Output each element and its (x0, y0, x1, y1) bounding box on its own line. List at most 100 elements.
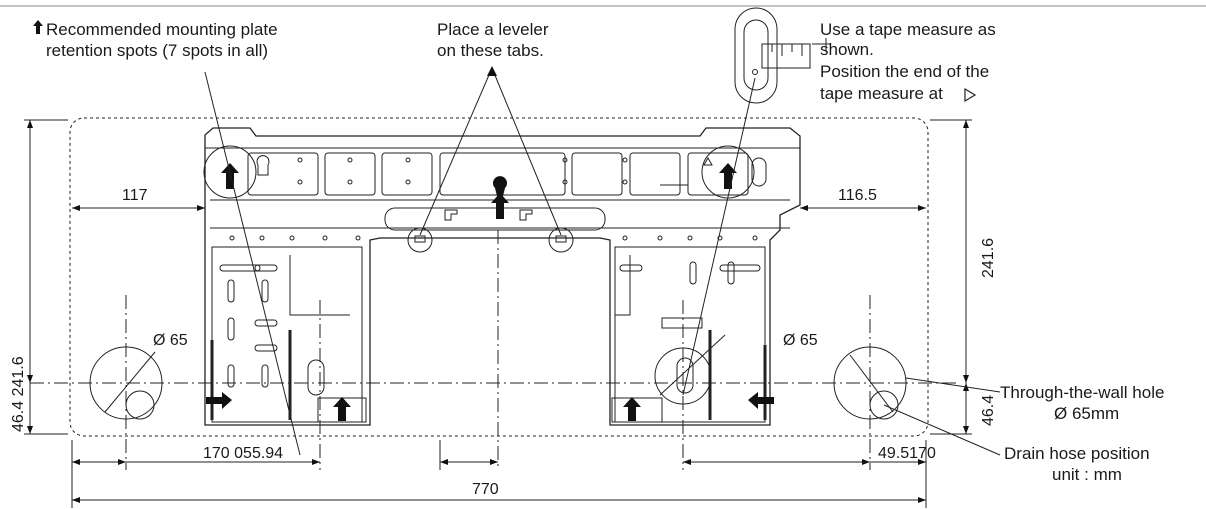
screw-hole (562, 179, 568, 185)
left-leg-rib (289, 255, 350, 316)
dim-arrow (683, 459, 691, 465)
dim-left-height-text: 46.4 241.6 (10, 356, 27, 432)
left-hole-diameter-text: Ø 65 (153, 332, 188, 349)
up-arrow-icon (719, 163, 737, 189)
retention-arrows (206, 163, 774, 421)
drain-label-line2: unit : mm (1052, 465, 1122, 484)
through-hole-label-line1: Through-the-wall hole (1000, 383, 1164, 402)
up-arrow-icon (221, 163, 239, 189)
screw-hole (297, 179, 303, 185)
slot (619, 264, 643, 272)
top-panel (381, 152, 433, 196)
screw-hole (355, 235, 361, 241)
screw-hole (657, 235, 663, 241)
tape-hole (752, 69, 758, 75)
top-panels (229, 152, 767, 241)
dim-arrow (72, 497, 80, 503)
slot (254, 344, 278, 352)
screw-hole (622, 157, 628, 163)
dim-770-text: 770 (472, 481, 499, 498)
screw-hole (687, 235, 693, 241)
center-slot (384, 207, 606, 231)
dim-117-text: 117 (122, 187, 148, 204)
drain-hole-left (125, 390, 155, 420)
tape-label-line1: Use a tape measure as (820, 20, 996, 39)
slot (689, 261, 697, 285)
drain-leader (883, 404, 1001, 456)
left-arrow-icon (748, 392, 774, 409)
drain-label-line1: Drain hose position (1004, 444, 1150, 463)
leveler-tab-left (407, 227, 433, 253)
top-panel (629, 152, 681, 196)
leveler-tab-right (548, 227, 574, 253)
up-arrow-icon (33, 20, 43, 34)
slot (254, 319, 278, 327)
dim-arrow (118, 459, 126, 465)
screw-hole (717, 235, 723, 241)
top-panel (687, 152, 749, 196)
dim-arrow (197, 205, 205, 211)
leveler-label-line1: Place a leveler (437, 20, 549, 39)
dim-arrow (27, 120, 33, 128)
dim-arrow (27, 426, 33, 434)
tape-label-line2: shown. (820, 40, 874, 59)
tape-hole-mid (654, 347, 712, 405)
hook-slot (444, 209, 458, 221)
tape-capsule-inner (743, 19, 769, 91)
screw-hole (405, 157, 411, 163)
tape-mark (660, 168, 689, 186)
top-panel (571, 152, 623, 196)
diameter-leader-left (104, 351, 156, 413)
slot (261, 279, 269, 303)
tape-label-line3: Position the end of the (820, 62, 989, 81)
triangle-mark (703, 156, 713, 166)
tape-clip (661, 317, 703, 329)
leader-arrowhead (487, 66, 497, 76)
slot (227, 279, 235, 303)
dim-arrow (918, 497, 926, 503)
tape-strip (761, 43, 811, 69)
dim-arrow (72, 205, 80, 211)
left-leg-inner (211, 246, 363, 423)
slot (254, 264, 278, 272)
diameter-leader-mid (659, 334, 726, 396)
screw-hole (347, 179, 353, 185)
screw-hole (562, 157, 568, 163)
leveler-label-line2: on these tabs. (437, 41, 544, 60)
dim-arrow (312, 459, 320, 465)
retention-label-line2: retention spots (7 spots in all) (46, 41, 268, 60)
keyhole (493, 176, 508, 196)
dim-arrow (72, 459, 80, 465)
screw-hole (289, 235, 295, 241)
slot (227, 364, 235, 388)
dim-arrow (862, 459, 870, 465)
screw-hole (229, 235, 235, 241)
up-arrow-icon (623, 397, 641, 421)
dim-right-small-text: 46.4 (980, 395, 997, 426)
dim-1165-text: 116.5 (838, 187, 877, 204)
dim-arrow (963, 120, 969, 128)
diameter-leader-right (849, 354, 894, 413)
slot (727, 261, 735, 285)
up-arrow-icon (333, 397, 351, 421)
right-hole-diameter-text: Ø 65 (783, 332, 818, 349)
screw-hole (622, 179, 628, 185)
screw-hole (622, 235, 628, 241)
dim-arrow (963, 375, 969, 383)
triangle-right-icon (964, 87, 977, 103)
foot-pad (611, 397, 663, 423)
left-leg-details (210, 246, 367, 423)
retention-leader (204, 71, 301, 456)
dim-arrow (918, 205, 926, 211)
tape-measure-illustration (734, 7, 830, 104)
hook-slot (519, 209, 533, 221)
right-leg-inner (614, 246, 766, 423)
slot (261, 364, 269, 388)
right-leg-details (611, 246, 767, 423)
top-panel (247, 152, 319, 196)
mounting-plate (204, 127, 801, 426)
screw-hole (297, 157, 303, 163)
dim-bottom-left-text: 170 055.94 (203, 445, 283, 462)
dim-right-height-text: 241.6 (980, 238, 997, 278)
